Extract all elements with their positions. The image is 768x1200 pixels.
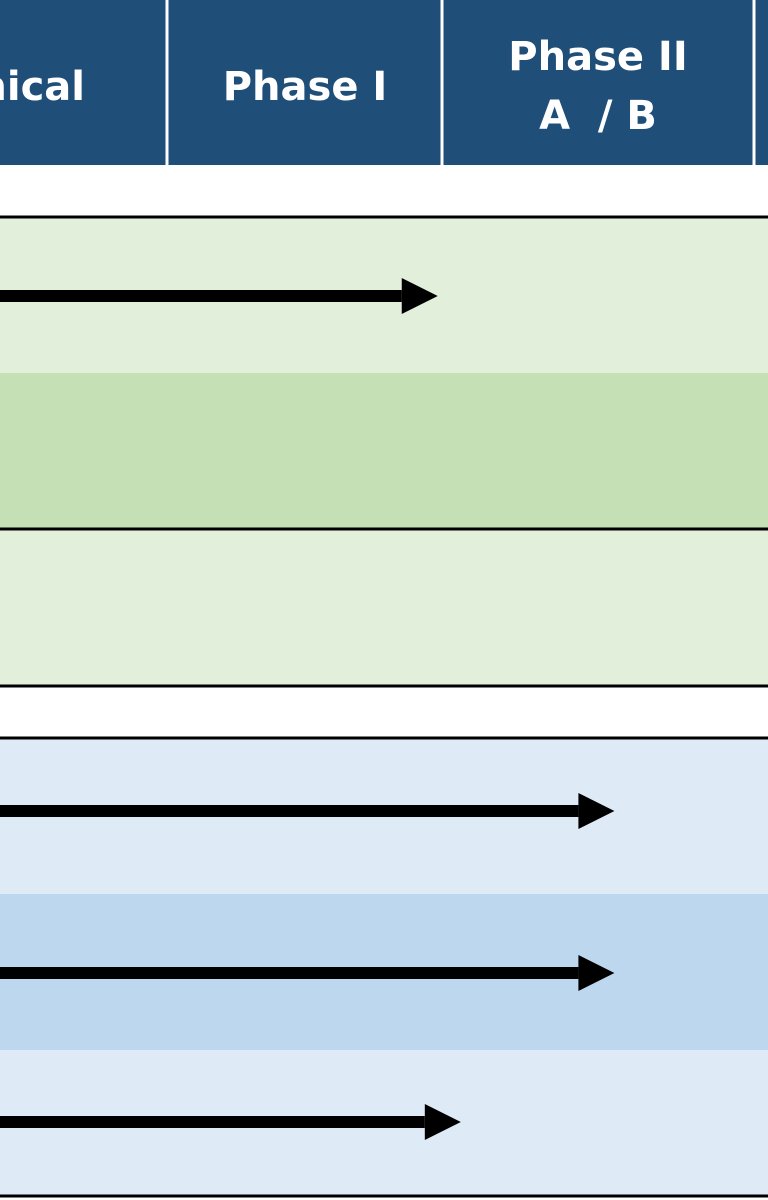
header-background bbox=[0, 0, 768, 165]
header-bar: nical Phase I Phase II A / B bbox=[0, 0, 768, 165]
arrow-blue-row-2 bbox=[0, 955, 615, 991]
arrow-blue-row-1 bbox=[0, 793, 615, 829]
header-label-phase-2-sub: A / B bbox=[539, 93, 657, 139]
header-label-phase-1: Phase I bbox=[223, 64, 388, 110]
header-label-phase-2: Phase II bbox=[508, 34, 687, 80]
header-label-preclinical: nical bbox=[0, 64, 85, 110]
arrow-green-row-1 bbox=[0, 278, 438, 314]
arrow-blue-row-3 bbox=[0, 1104, 461, 1140]
progress-arrows bbox=[0, 278, 615, 1140]
row-green-2 bbox=[0, 373, 768, 529]
green-group bbox=[0, 215, 768, 688]
row-green-3 bbox=[0, 529, 768, 686]
